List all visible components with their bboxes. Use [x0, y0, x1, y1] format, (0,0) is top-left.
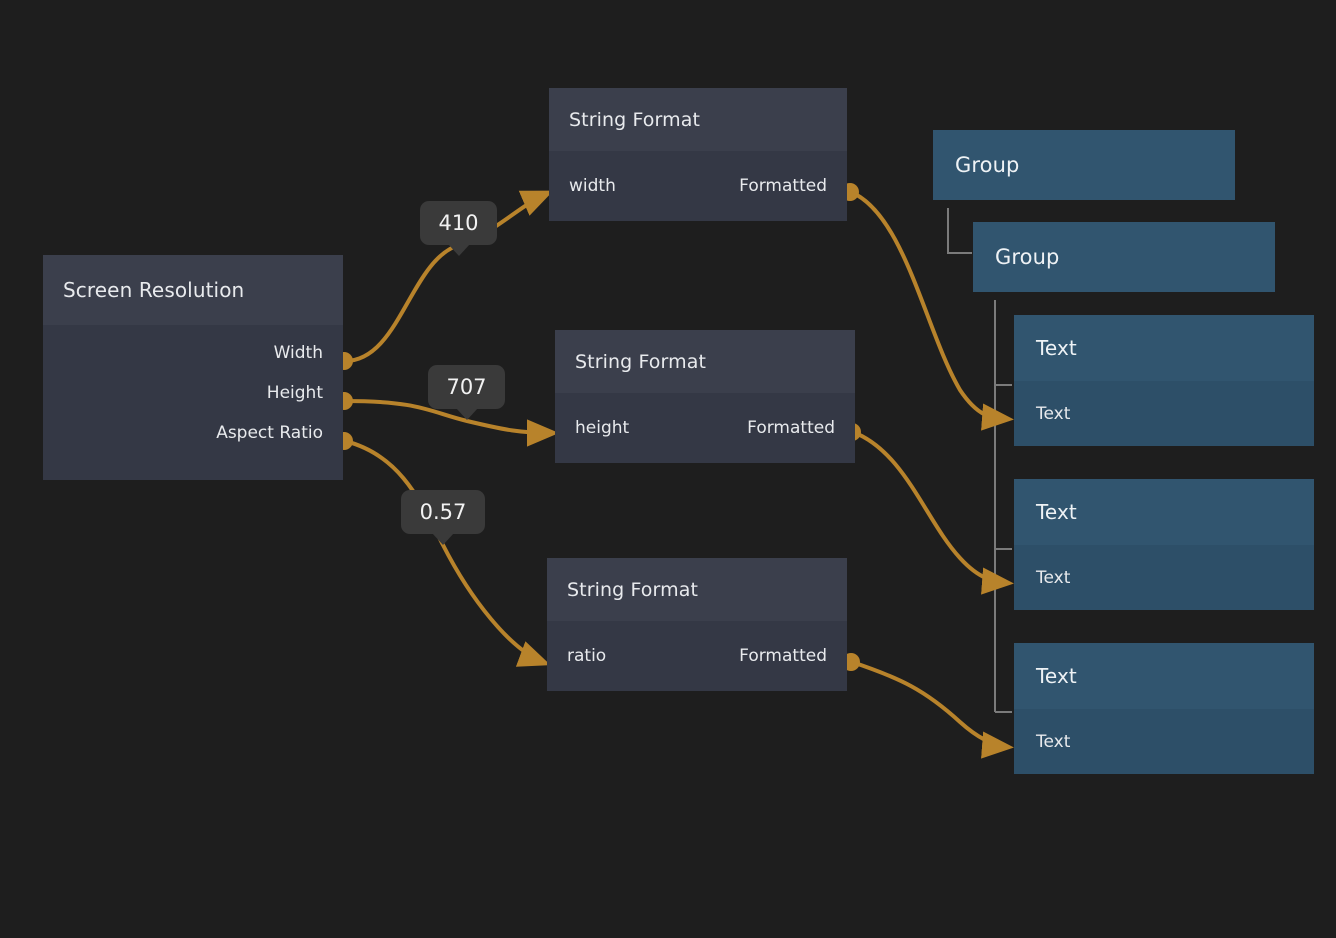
badge-value-width: 410	[420, 201, 497, 256]
node-title: Group	[973, 222, 1275, 292]
output-port-height[interactable]: Height	[43, 373, 343, 413]
node-text-2[interactable]: Text Text	[1014, 479, 1314, 610]
output-port-formatted[interactable]: Formatted	[739, 176, 827, 196]
node-text-1[interactable]: Text Text	[1014, 315, 1314, 446]
edge-formatted-to-text-1	[841, 183, 1014, 431]
output-port-label: Height	[266, 383, 323, 403]
node-title: String Format	[549, 88, 847, 151]
node-ports: width Formatted	[549, 151, 847, 221]
badge-value-height: 707	[428, 365, 505, 420]
edge-formatted-to-text-2	[843, 423, 1014, 595]
node-ports: Width Height Aspect Ratio	[43, 325, 343, 480]
output-port-label: Width	[273, 343, 323, 363]
node-title: String Format	[547, 558, 847, 621]
node-text-value[interactable]: Text	[1014, 381, 1314, 446]
node-title: String Format	[555, 330, 855, 393]
input-port-width[interactable]: width	[569, 176, 616, 196]
node-title: Screen Resolution	[43, 255, 343, 325]
output-port-formatted[interactable]: Formatted	[747, 418, 835, 438]
node-string-format-ratio[interactable]: String Format ratio Formatted	[547, 558, 847, 691]
output-port-formatted[interactable]: Formatted	[739, 646, 827, 666]
edge-ratio	[335, 432, 551, 667]
badge-value-ratio: 0.57	[401, 490, 485, 545]
node-title: Group	[933, 130, 1235, 200]
node-text-value[interactable]: Text	[1014, 545, 1314, 610]
node-string-format-height[interactable]: String Format height Formatted	[555, 330, 855, 463]
node-title: Text	[1014, 643, 1314, 709]
node-ports: ratio Formatted	[547, 621, 847, 691]
node-text-value[interactable]: Text	[1014, 709, 1314, 774]
output-port-aspect-ratio[interactable]: Aspect Ratio	[43, 413, 343, 453]
node-title: Text	[1014, 315, 1314, 381]
node-screen-resolution[interactable]: Screen Resolution Width Height Aspect Ra…	[43, 255, 343, 480]
output-port-width[interactable]: Width	[43, 333, 343, 373]
node-title: Text	[1014, 479, 1314, 545]
input-port-height[interactable]: height	[575, 418, 630, 438]
node-group-outer[interactable]: Group	[933, 130, 1235, 200]
node-string-format-width[interactable]: String Format width Formatted	[549, 88, 847, 221]
output-port-label: Aspect Ratio	[216, 423, 323, 443]
node-text-3[interactable]: Text Text	[1014, 643, 1314, 774]
node-ports: height Formatted	[555, 393, 855, 463]
node-group-inner[interactable]: Group	[973, 222, 1275, 292]
input-port-ratio[interactable]: ratio	[567, 646, 607, 666]
edge-formatted-to-text-3	[842, 653, 1014, 759]
